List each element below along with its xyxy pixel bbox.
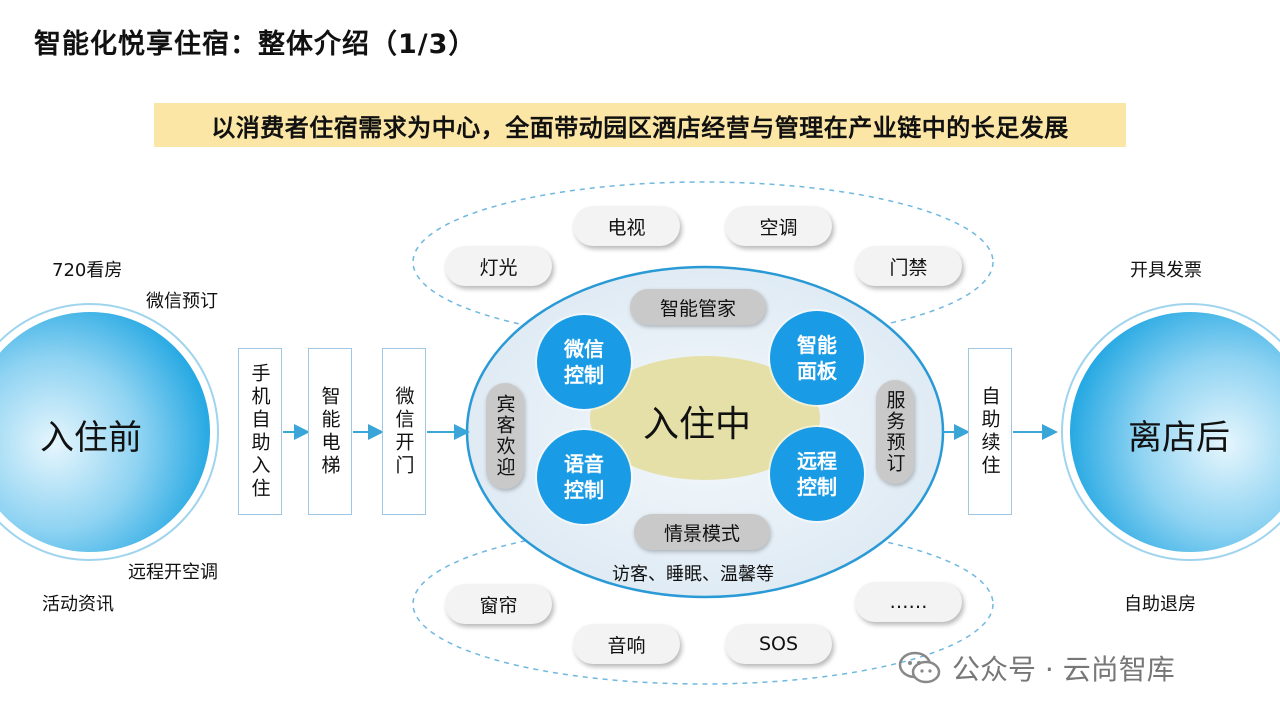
after-circle [1070,312,1280,552]
watermark: 公众号 · 云尚智库 [898,648,1175,688]
step-self-extend: 自助续住 [968,348,1012,515]
note-self-checkout: 自助退房 [1124,594,1196,615]
device-speaker: 音响 [573,624,680,664]
device-ac: 空调 [725,206,832,246]
service-booking-pill: 服务预订 [876,380,914,484]
note-720-view: 720看房 [52,260,123,281]
feature-smart-panel-label: 智能面板 [797,333,837,383]
note-activity-info: 活动资讯 [42,594,114,615]
before-label: 入住前 [40,418,142,458]
after-label: 离店后 [1128,418,1230,458]
before-circle [0,312,210,552]
device-sos: SOS [725,624,832,664]
device-lights: 灯光 [445,246,552,286]
feature-remote-control: 远程控制 [770,427,864,521]
feature-remote-control-label: 远程控制 [797,449,837,499]
center-core [590,356,820,480]
scene-examples: 访客、睡眠、温馨等 [612,564,774,585]
wechat-icon [898,651,941,684]
feature-wechat-control: 微信控制 [537,315,631,409]
smart-butler-pill: 智能管家 [630,289,766,325]
feature-wechat-control-label: 微信控制 [564,337,604,387]
device-access: 门禁 [855,246,962,286]
step-mobile-checkin: 手机自助入住 [238,348,282,515]
device-more: …… [855,582,962,622]
note-wechat-booking: 微信预订 [146,291,218,312]
step-wechat-door: 微信开门 [382,348,426,515]
note-invoice: 开具发票 [1130,260,1202,281]
watermark-text: 公众号 · 云尚智库 [952,653,1175,686]
scene-mode-pill: 情景模式 [634,514,770,550]
before-ring [0,303,219,561]
page-title: 智能化悦享住宿：整体介绍（1/3） [34,29,477,60]
step-smart-elevator: 智能电梯 [308,348,352,515]
after-ring [1061,303,1280,561]
device-curtains: 窗帘 [445,584,552,624]
device-tv: 电视 [573,206,680,246]
note-remote-ac: 远程开空调 [128,562,218,583]
theme-banner: 以消费者住宿需求为中心，全面带动园区酒店经营与管理在产业链中的长足发展 [154,103,1126,147]
feature-smart-panel: 智能面板 [770,311,864,405]
during-stay-label: 入住中 [643,404,752,445]
feature-voice-control-label: 语音控制 [564,452,604,502]
guest-welcome-pill: 宾客欢迎 [486,383,524,489]
feature-voice-control: 语音控制 [537,430,631,524]
